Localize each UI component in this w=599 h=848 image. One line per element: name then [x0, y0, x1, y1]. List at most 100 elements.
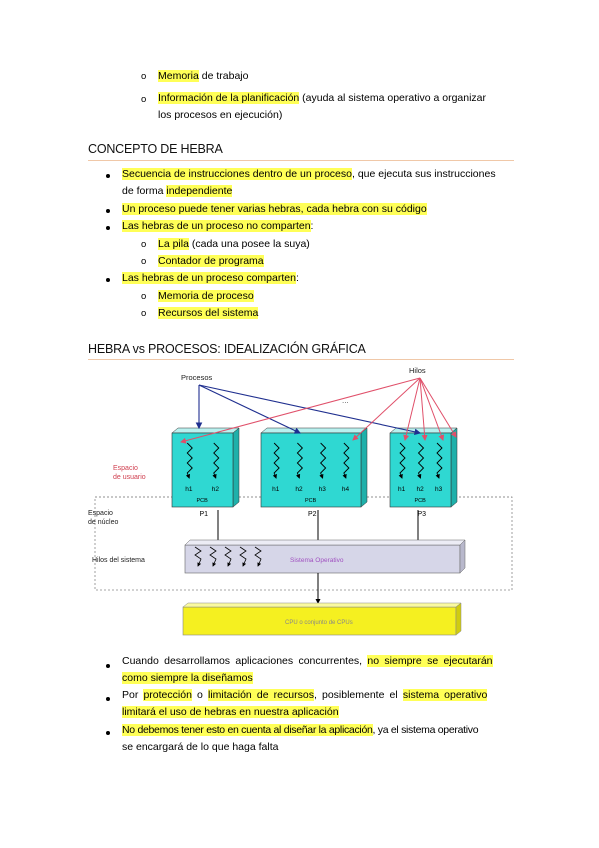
heading-rule [88, 160, 514, 161]
procesos-label: Procesos [181, 373, 213, 382]
heading-rule [88, 359, 514, 360]
text-span: sistema operativo [402, 689, 488, 701]
bullet-dot [106, 174, 110, 178]
text-span: (ayuda al sistema operativo a organizar [299, 92, 487, 104]
bottom-3-line-1: No debemos tener esto en cuenta al diseñ… [122, 723, 479, 737]
bullet-1-line-2: de forma independiente [122, 184, 233, 198]
top-item-2: Información de la planificación (ayuda a… [158, 91, 486, 105]
sub-bullet-marker: o [141, 256, 147, 267]
text-span: , que ejecuta sus instrucciones [351, 168, 496, 180]
thread-label: h3 [319, 486, 327, 493]
sub-bullet-marker: o [141, 308, 147, 319]
sub-bullet-marker: o [141, 71, 147, 82]
text-span: protección [143, 689, 192, 701]
no-comparten-1: La pila (cada una posee la suya) [158, 237, 310, 251]
bullet-1-line-1: Secuencia de instrucciones dentro de un … [122, 167, 496, 181]
thread-label: h4 [342, 486, 350, 493]
bullet-dot [106, 278, 110, 282]
thread-label: h2 [212, 486, 220, 493]
thread-line [185, 442, 193, 479]
text-span: Las hebras de un proceso no comparten [122, 220, 311, 232]
text-span: como siempre la diseñamos [122, 672, 253, 684]
sub-bullet-marker: o [141, 94, 147, 105]
thread-label: h1 [185, 486, 193, 493]
bullet-4: Las hebras de un proceso comparten: [122, 271, 299, 285]
thread-line [417, 442, 425, 479]
text-span: de trabajo [198, 70, 249, 82]
thread-label: h1 [272, 486, 280, 493]
top-item-1: Memoria de trabajo [158, 69, 248, 83]
bottom-1-line-1: Cuando desarrollamos aplicaciones concur… [122, 654, 514, 668]
system-thread-line [224, 546, 232, 567]
text-span: no siempre se ejecutarán [367, 655, 493, 667]
thread-line [272, 442, 280, 479]
no-comparten-2: Contador de programa [158, 254, 264, 268]
text-span: independiente [166, 185, 233, 197]
system-thread-line [254, 546, 262, 567]
system-thread-line [209, 546, 217, 567]
text-span: Las hebras de un proceso comparten [122, 272, 296, 284]
bullet-dot [106, 664, 110, 668]
system-threads-label: Hilos del sistema [92, 557, 145, 564]
text-span: o [191, 689, 208, 701]
comparten-1: Memoria de proceso [158, 289, 254, 303]
text-span: de forma [122, 185, 167, 197]
thread-label: h2 [295, 486, 303, 493]
thread-label: h1 [398, 486, 406, 493]
process-name: P1 [200, 511, 209, 518]
text-span: limitará el uso de hebras en nuestra apl… [122, 706, 339, 718]
system-thread-line [194, 546, 202, 567]
text-span: Memoria de proceso [158, 290, 254, 302]
bullet-dot [106, 226, 110, 230]
text-span: se encargará de lo que haga falta [122, 741, 279, 753]
bullet-2: Un proceso puede tener varias hebras, ca… [122, 202, 427, 216]
text-span: No debemos tener esto en cuenta al diseñ… [122, 724, 373, 736]
sub-bullet-marker: o [141, 239, 147, 250]
text-span: Por [122, 689, 144, 701]
text-span: : [295, 272, 299, 284]
text-span: La pila [158, 238, 189, 250]
text-span: limitación de recursos [208, 689, 314, 701]
thread-label: h3 [435, 486, 443, 493]
text-span: Contador de programa [158, 255, 264, 267]
bullet-dot [106, 697, 110, 701]
thread-line [319, 442, 327, 479]
process-name: P2 [308, 511, 317, 518]
thread-line [398, 442, 406, 479]
cpu-label: CPU o conjunto de CPUs [285, 620, 353, 626]
text-span: Un proceso puede tener varias hebras, ca… [122, 203, 427, 215]
ellipsis-label: ... [342, 396, 349, 405]
bullet-dot [106, 209, 110, 213]
cpu-bar [182, 606, 457, 636]
section-heading-concepto: CONCEPTO DE HEBRA [88, 142, 223, 156]
top-item-2-cont: los procesos en ejecución) [158, 109, 283, 121]
system-thread-line [239, 546, 247, 567]
bottom-3-line-2: se encargará de lo que haga falta [122, 740, 278, 754]
hilos-label: Hilos [409, 366, 426, 375]
comparten-2: Recursos del sistema [158, 306, 259, 320]
text-span: Recursos del sistema [158, 307, 259, 319]
thread-label: h2 [417, 486, 425, 493]
text-span: (cada una posee la suya) [188, 238, 310, 250]
so-label: Sistema Operativo [290, 557, 344, 564]
bullet-dot [106, 731, 110, 735]
thread-line [212, 442, 220, 479]
process-name: P3 [418, 511, 427, 518]
thread-line [342, 442, 350, 479]
bottom-2-line-1: Por protección o limitación de recursos,… [122, 688, 488, 702]
pcb-label: PCB [415, 498, 427, 504]
text-span: , posiblemente el [313, 689, 403, 701]
text-span: , ya el sistema operativo [372, 724, 479, 736]
text-span: Secuencia de instrucciones dentro de un … [122, 168, 352, 180]
bullet-3: Las hebras de un proceso no comparten: [122, 219, 313, 233]
section-heading-idealizacion: HEBRA vs PROCESOS: IDEALIZACIÓN GRÁFICA [88, 342, 366, 356]
text-span: Cuando desarrollamos aplicaciones concur… [122, 655, 368, 667]
text-span: Memoria [158, 70, 199, 82]
thread-line [435, 442, 443, 479]
